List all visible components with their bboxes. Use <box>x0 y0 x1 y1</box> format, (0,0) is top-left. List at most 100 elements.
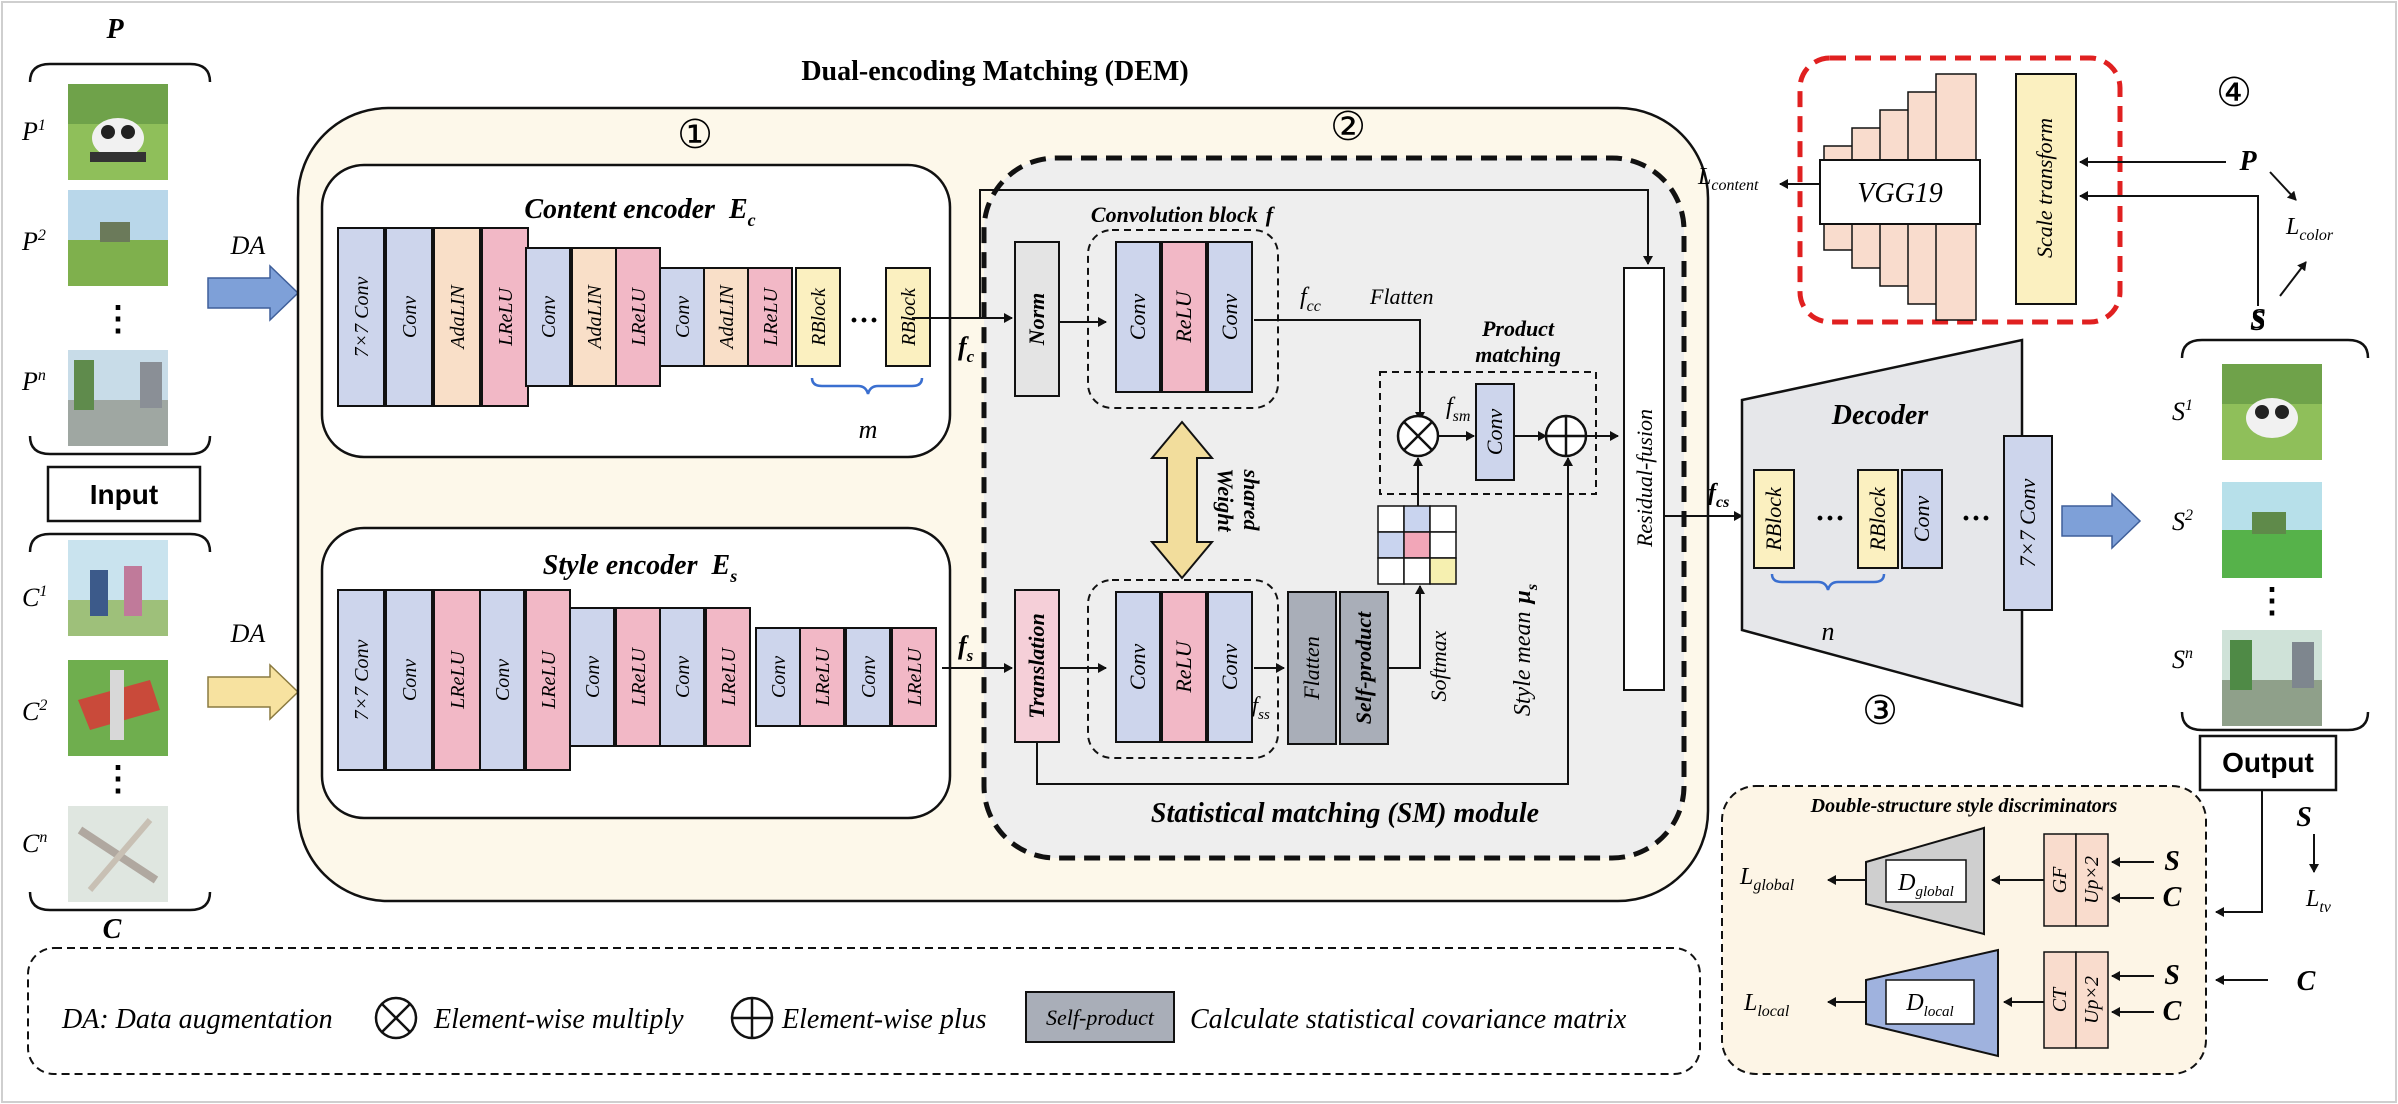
l-content-label: Lcontent <box>1697 164 1759 194</box>
decoder-3-label: Conv <box>1909 496 1934 543</box>
photo-image-1 <box>68 84 168 180</box>
d-global-label: Dglobal <box>1897 870 1954 900</box>
p-to-lcolor-arrow <box>2269 171 2297 201</box>
matrix-cell <box>1403 531 1431 559</box>
style-mean-line <box>1036 457 1573 785</box>
style-encoder-8-label: Conv <box>672 656 694 698</box>
style-encoder-2-block <box>385 589 433 771</box>
fcs-label: fcs <box>1708 480 1729 511</box>
legend-da: DA: Data augmentation <box>61 1004 333 1035</box>
matrix-cell <box>1429 505 1457 533</box>
output-image-n <box>2222 630 2322 726</box>
legend-multiply: Element-wise multiply <box>433 1004 684 1035</box>
disc-global-c: C <box>2163 882 2182 913</box>
ct-block <box>2043 951 2077 1049</box>
output-label-2: S2 <box>2172 507 2193 536</box>
conv-block-top-1-block <box>1115 241 1161 393</box>
style-encoder-8-block <box>659 607 705 747</box>
s-to-scale-line <box>2079 191 2259 306</box>
style-encoder-7-block <box>615 607 661 747</box>
content-encoder-7-label: LReLU <box>628 287 650 347</box>
style-encoder-4-block <box>479 589 525 771</box>
conv-block-top-1-label: Conv <box>1125 294 1150 341</box>
matrix-cell <box>1429 531 1457 559</box>
content-encoder-8-block <box>659 267 705 367</box>
softmax-line <box>1388 585 1425 669</box>
tv-s-label: S <box>2296 802 2312 833</box>
l-global-label: Lglobal <box>1739 864 1795 894</box>
conv-block-bottom-2-block <box>1161 591 1207 743</box>
cartoon-image-2 <box>68 660 168 756</box>
flatten-label: Flatten <box>1369 284 1434 309</box>
product-matching-frame <box>1379 371 1597 495</box>
cartoon-image-n <box>68 806 168 902</box>
da-arrow-bottom <box>207 663 300 721</box>
content-encoder-10-block <box>747 267 793 367</box>
legend-self-product: Self-product <box>1046 1005 1155 1030</box>
output-box <box>2198 734 2338 792</box>
style-encoder-1-block <box>337 589 385 771</box>
matrix-cell <box>1403 557 1431 585</box>
conv-block-top-3-label: Conv <box>1217 294 1242 341</box>
disc-global-s: S <box>2164 846 2180 877</box>
ct-up-block <box>2075 951 2109 1049</box>
cartoon-vdots: ⋮ <box>101 761 135 798</box>
vgg-s-label: S <box>2250 306 2266 337</box>
photo-set-label: P <box>105 14 124 45</box>
content-encoder-8-label: Conv <box>672 296 694 338</box>
translation-block <box>1014 589 1060 743</box>
matrix-cell <box>1377 531 1405 559</box>
gf-up-label: Up×2 <box>2081 856 2103 904</box>
da-label-top: DA <box>230 231 266 260</box>
style-encoder-4-label: Conv <box>492 659 514 701</box>
decoder-output-arrow <box>2061 492 2142 550</box>
cartoon-bracket-bottom <box>28 891 212 912</box>
dem-title: Dual-encoding Matching (DEM) <box>801 56 1188 87</box>
style-encoder-10-label: Conv <box>768 656 790 698</box>
da-label-bottom: DA <box>230 619 266 648</box>
decoder-title: Decoder <box>1831 400 1930 431</box>
sm-module-title: Statistical matching (SM) module <box>1151 798 1539 829</box>
cartoon-label-1: C1 <box>22 583 47 612</box>
decoder-3-block <box>1901 469 1943 569</box>
legend-covariance: Calculate statistical covariance matrix <box>1190 1004 1627 1035</box>
marker-three: ③ <box>1862 688 1898 733</box>
matrix-cell <box>1377 505 1405 533</box>
output-label: Output <box>2222 747 2314 778</box>
photo-image-2 <box>68 190 168 286</box>
legend-self-product-swatch <box>1025 991 1175 1043</box>
content-encoder-1-block <box>337 227 385 407</box>
s-to-lcolor-arrow <box>2279 261 2307 297</box>
matrix-cell <box>1377 557 1405 585</box>
right-c-label: C <box>2297 966 2316 997</box>
output-to-discriminators-line <box>2215 790 2263 917</box>
decoder-repeat-brace <box>1770 573 1886 591</box>
content-repeat-brace <box>810 377 924 395</box>
content-encoder-11-label: RBlock <box>808 287 830 347</box>
self-product-block <box>1339 591 1389 745</box>
fcc-label: fcc <box>1300 284 1321 315</box>
style-encoder-13-block <box>891 627 937 727</box>
cartoon-label-n: Cn <box>22 829 47 858</box>
content-encoder-9-label: AdaLIN <box>716 284 738 351</box>
vgg19-label: VGG19 <box>1857 178 1943 209</box>
flatten-block-label: Flatten <box>1299 636 1324 701</box>
output-image-2 <box>2222 482 2322 578</box>
photo-label-n: Pn <box>21 367 46 396</box>
norm-block <box>1014 241 1060 397</box>
style-mean-label: Style meanμs <box>1510 584 1541 716</box>
vgg-red-frame <box>1797 55 2123 325</box>
flatten-block <box>1287 591 1337 745</box>
photo-image-n <box>68 350 168 446</box>
gf-label: GF <box>2049 866 2071 893</box>
conv-block-bottom-3-label: Conv <box>1217 644 1242 691</box>
self-product-label: Self-product <box>1351 611 1376 724</box>
content-encoder-6-block <box>571 247 617 387</box>
style-encoder-6-block <box>569 607 615 747</box>
fcc-line <box>1254 319 1425 421</box>
conv-block-bottom-3-block <box>1207 591 1253 743</box>
